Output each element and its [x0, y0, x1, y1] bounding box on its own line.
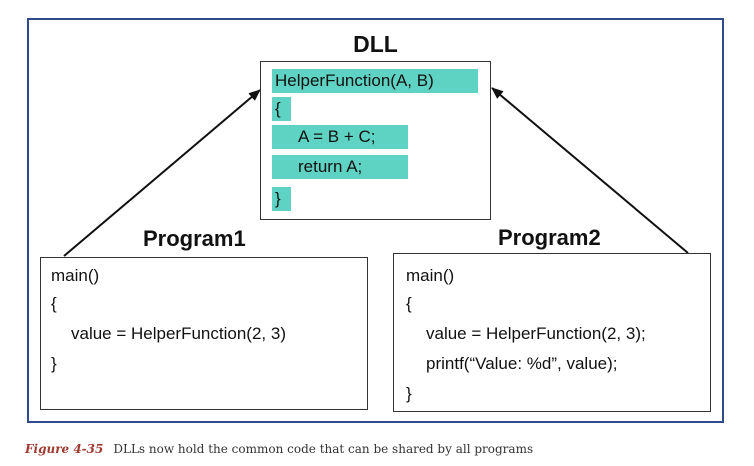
dll-code-line-5: }: [272, 187, 291, 211]
program1-code-line-4: }: [51, 354, 57, 373]
dll-code-line-4: return A;: [272, 155, 408, 179]
figure-caption-text: DLLs now hold the common code that can b…: [113, 442, 534, 456]
program1-box: main() { value = HelperFunction(2, 3) }: [40, 257, 368, 410]
program2-code-line-2: {: [406, 294, 412, 313]
dll-code-line-2: {: [272, 97, 291, 121]
program1-code-line-3: value = HelperFunction(2, 3): [71, 324, 286, 343]
dll-code-line-1: HelperFunction(A, B): [272, 69, 478, 93]
figure-caption: Figure 4-35 DLLs now hold the common code…: [25, 442, 533, 456]
arrow-program1-to-dll: [63, 89, 261, 257]
dll-title: DLL: [353, 31, 398, 57]
program2-code-line-3: value = HelperFunction(2, 3);: [426, 324, 646, 343]
program2-title: Program2: [498, 225, 601, 250]
program2-code-line-5: }: [406, 384, 412, 403]
arrow-program2-to-dll: [491, 87, 689, 254]
program1-code-line-2: {: [51, 294, 57, 313]
dll-box: HelperFunction(A, B) { A = B + C; return…: [260, 61, 491, 220]
dll-code-line-3: A = B + C;: [272, 125, 408, 149]
program1-title: Program1: [143, 226, 246, 251]
program2-code-line-1: main(): [406, 266, 455, 285]
program2-code-line-4: printf(“Value: %d”, value);: [426, 354, 618, 373]
figure-number: Figure 4-35: [25, 442, 104, 456]
program1-code-line-1: main(): [51, 266, 100, 285]
program2-box: main() { value = HelperFunction(2, 3); p…: [393, 253, 711, 412]
